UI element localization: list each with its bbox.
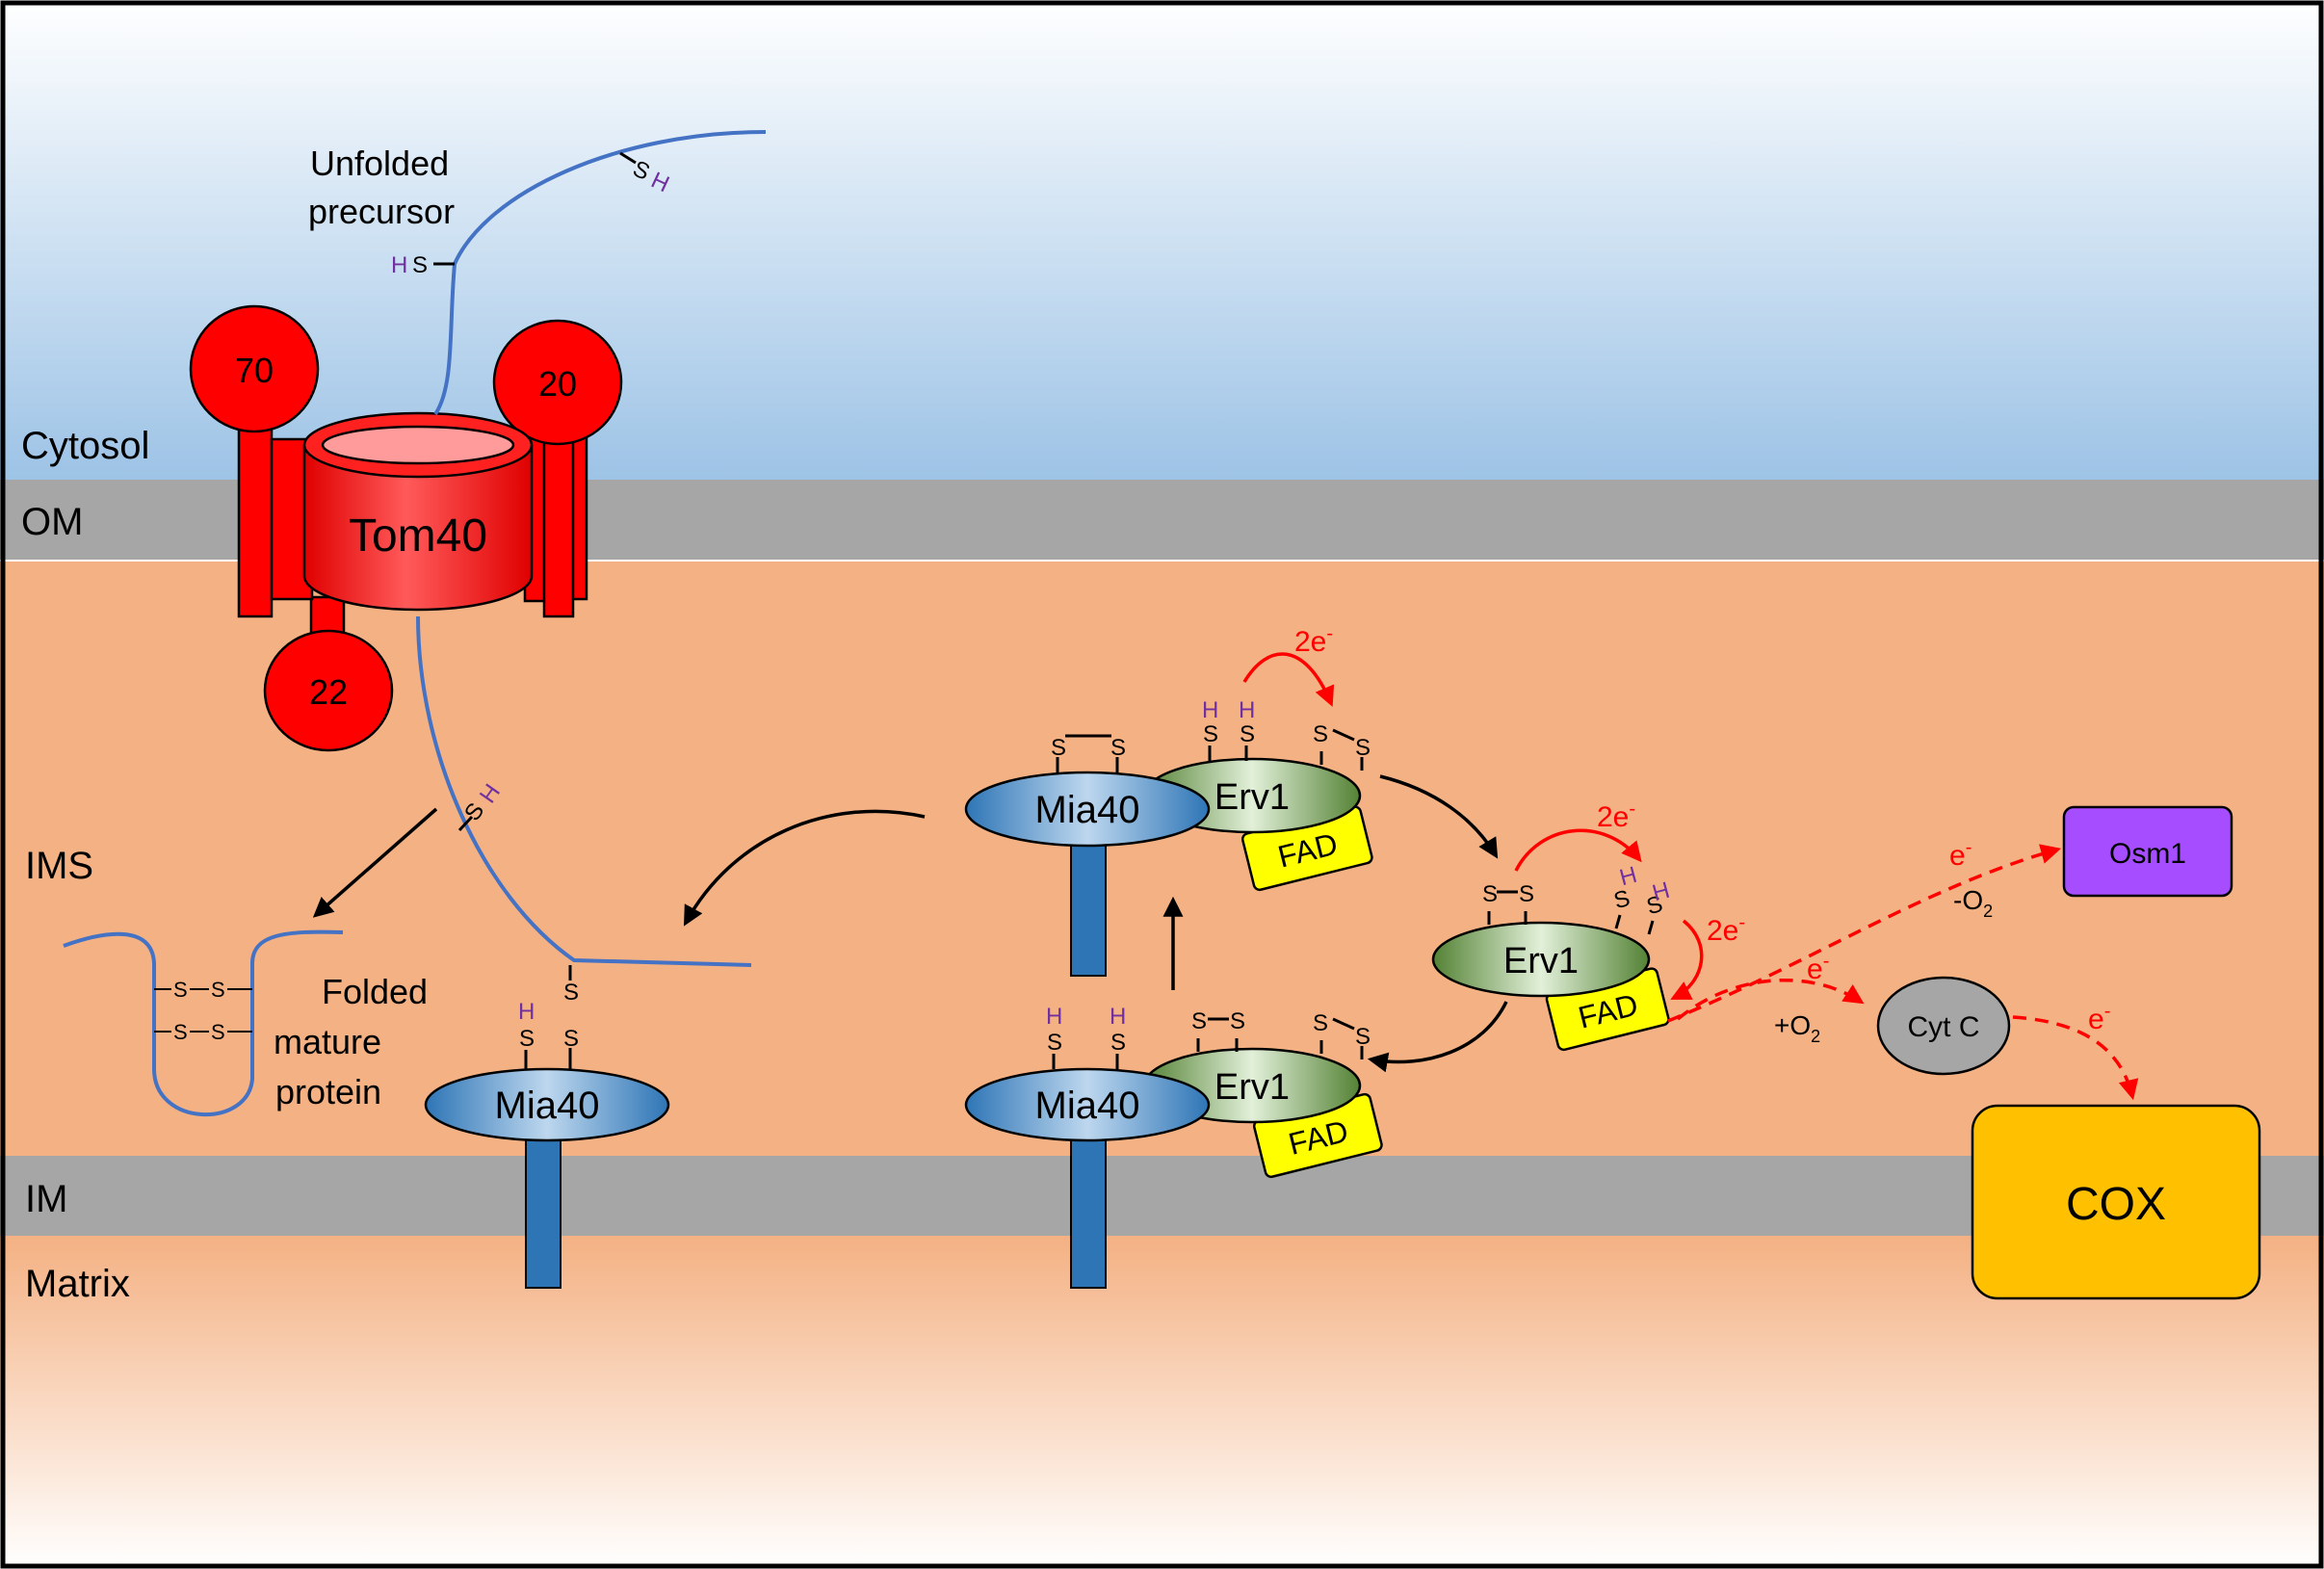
thiol-h: H <box>1650 877 1673 907</box>
thiol-h: H <box>1046 1004 1062 1030</box>
thiol-h: H <box>518 999 535 1025</box>
tom22-label: 22 <box>309 672 348 712</box>
arrow-mia40-release <box>683 809 926 927</box>
arrow-2e-mia40-to-erv1 <box>1242 652 1335 707</box>
tom40-barrel <box>302 445 534 612</box>
arrow-to-folded <box>312 807 438 918</box>
thiol-bond <box>619 151 637 165</box>
tom20-head <box>492 319 623 446</box>
erv1-free: FAD Erv1 S S S S H H <box>1431 862 1673 1052</box>
erv1-label: Erv1 <box>1214 777 1290 818</box>
disulfide-s: S <box>1355 735 1371 761</box>
mia40-erv1-complex-lower: FAD Erv1 Mia40 S S H H S S S S <box>964 1004 1383 1289</box>
arrow-2e-erv1-internal <box>1514 828 1642 872</box>
arrow-2e-to-fad <box>1670 919 1704 1000</box>
disulfide-s: S <box>1110 735 1126 761</box>
thiol-s: S <box>1644 891 1665 920</box>
mia40-left: Mia40 S H S S <box>424 965 670 1289</box>
thiol-h: H <box>391 252 407 278</box>
thiol-h: H <box>1202 697 1218 723</box>
cytosol-region <box>0 0 2324 480</box>
cytc-oval: Cyt C <box>1876 976 2011 1076</box>
tom40-pore <box>321 425 515 465</box>
thiol-h: H <box>1110 1004 1126 1030</box>
unfolded-label-2: precursor <box>308 192 455 231</box>
unfolded-label-1: Unfolded <box>310 144 449 183</box>
inner-membrane <box>0 1156 2324 1236</box>
disulfide-s: S <box>1230 1008 1245 1034</box>
mia40-label: Mia40 <box>495 1085 600 1127</box>
label-matrix: Matrix <box>25 1263 130 1305</box>
cox-box: COX <box>1971 1104 2261 1300</box>
tom22-head <box>263 629 394 752</box>
folded-label-1: Folded <box>322 972 428 1011</box>
disulfide-s: S <box>211 1020 225 1044</box>
disulfide-s: S <box>1051 735 1066 761</box>
label-ims: IMS <box>25 845 93 887</box>
thiol-bond <box>457 815 474 832</box>
arrow-e-to-cox <box>2012 1015 2139 1101</box>
disulfide-s: S <box>563 1026 579 1052</box>
thiol-s: S <box>519 1026 535 1052</box>
label-om: OM <box>21 501 83 543</box>
mia40-label: Mia40 <box>1035 1085 1140 1127</box>
tom-complex <box>189 304 623 752</box>
label-cytosol: Cytosol <box>21 425 149 467</box>
tom70-stalk <box>237 412 274 618</box>
osm1-box: Osm1 <box>2062 805 2233 898</box>
erv1-label: Erv1 <box>1503 941 1579 981</box>
disulfide-s: S <box>1519 881 1534 907</box>
folded-label-3: protein <box>275 1072 381 1111</box>
thiol-s: S <box>1047 1030 1062 1056</box>
label-e: e- <box>2088 1001 2110 1035</box>
disulfide-s: S <box>1355 1024 1371 1050</box>
arrow-erv1-rebind <box>1367 1001 1508 1073</box>
tom20-stalk <box>542 422 575 618</box>
unfolded-precursor-chain <box>433 130 767 416</box>
mia40-label: Mia40 <box>1035 789 1140 831</box>
osm1-label: Osm1 <box>2109 838 2186 870</box>
arrow-e-to-cytc <box>1676 979 1865 1021</box>
disulfide-s: S <box>1313 1010 1328 1036</box>
thiol-s: S <box>1611 885 1632 914</box>
thiol-s: S <box>1203 721 1218 747</box>
disulfide-s: S <box>563 980 579 1006</box>
label-2e: 2e- <box>1707 912 1745 947</box>
label-minus-o2: -O2 <box>1953 885 1993 921</box>
folded-mature-protein-chain <box>63 929 344 1117</box>
label-plus-o2: +O2 <box>1774 1010 1820 1046</box>
thiol-s: S <box>412 252 428 278</box>
disulfide-s: S <box>1313 721 1328 747</box>
label-im: IM <box>25 1178 67 1220</box>
thiol-s: S <box>1240 721 1255 747</box>
disulfide-s: S <box>211 978 225 1002</box>
disulfide-s: S <box>173 978 188 1002</box>
label-e: e- <box>1949 837 1971 872</box>
label-e: e- <box>1807 951 1829 985</box>
cytc-label: Cyt C <box>1908 1011 1980 1043</box>
arrow-erv1-release <box>1379 774 1499 859</box>
thiol-h: H <box>1239 697 1255 723</box>
folded-label-2: mature <box>274 1022 381 1061</box>
mia40-erv1-complex-upper: FAD Erv1 Mia40 S S S S H H S S <box>964 697 1373 977</box>
tom40-label: Tom40 <box>349 510 487 562</box>
thiol-s: S <box>1110 1030 1126 1056</box>
disulfide-s: S <box>1191 1008 1207 1034</box>
cox-label: COX <box>2066 1179 2166 1230</box>
label-2e: 2e- <box>1597 798 1635 833</box>
matrix-region <box>0 1236 2324 1569</box>
thiol-h: H <box>1617 862 1640 892</box>
tom70-label: 70 <box>235 351 274 390</box>
disulfide-s: S <box>173 1020 188 1044</box>
tom70-head <box>189 304 320 433</box>
erv1-label: Erv1 <box>1214 1067 1290 1108</box>
disulfide-s: S <box>1482 881 1498 907</box>
tom20-label: 20 <box>538 364 577 404</box>
label-2e: 2e- <box>1294 623 1333 658</box>
